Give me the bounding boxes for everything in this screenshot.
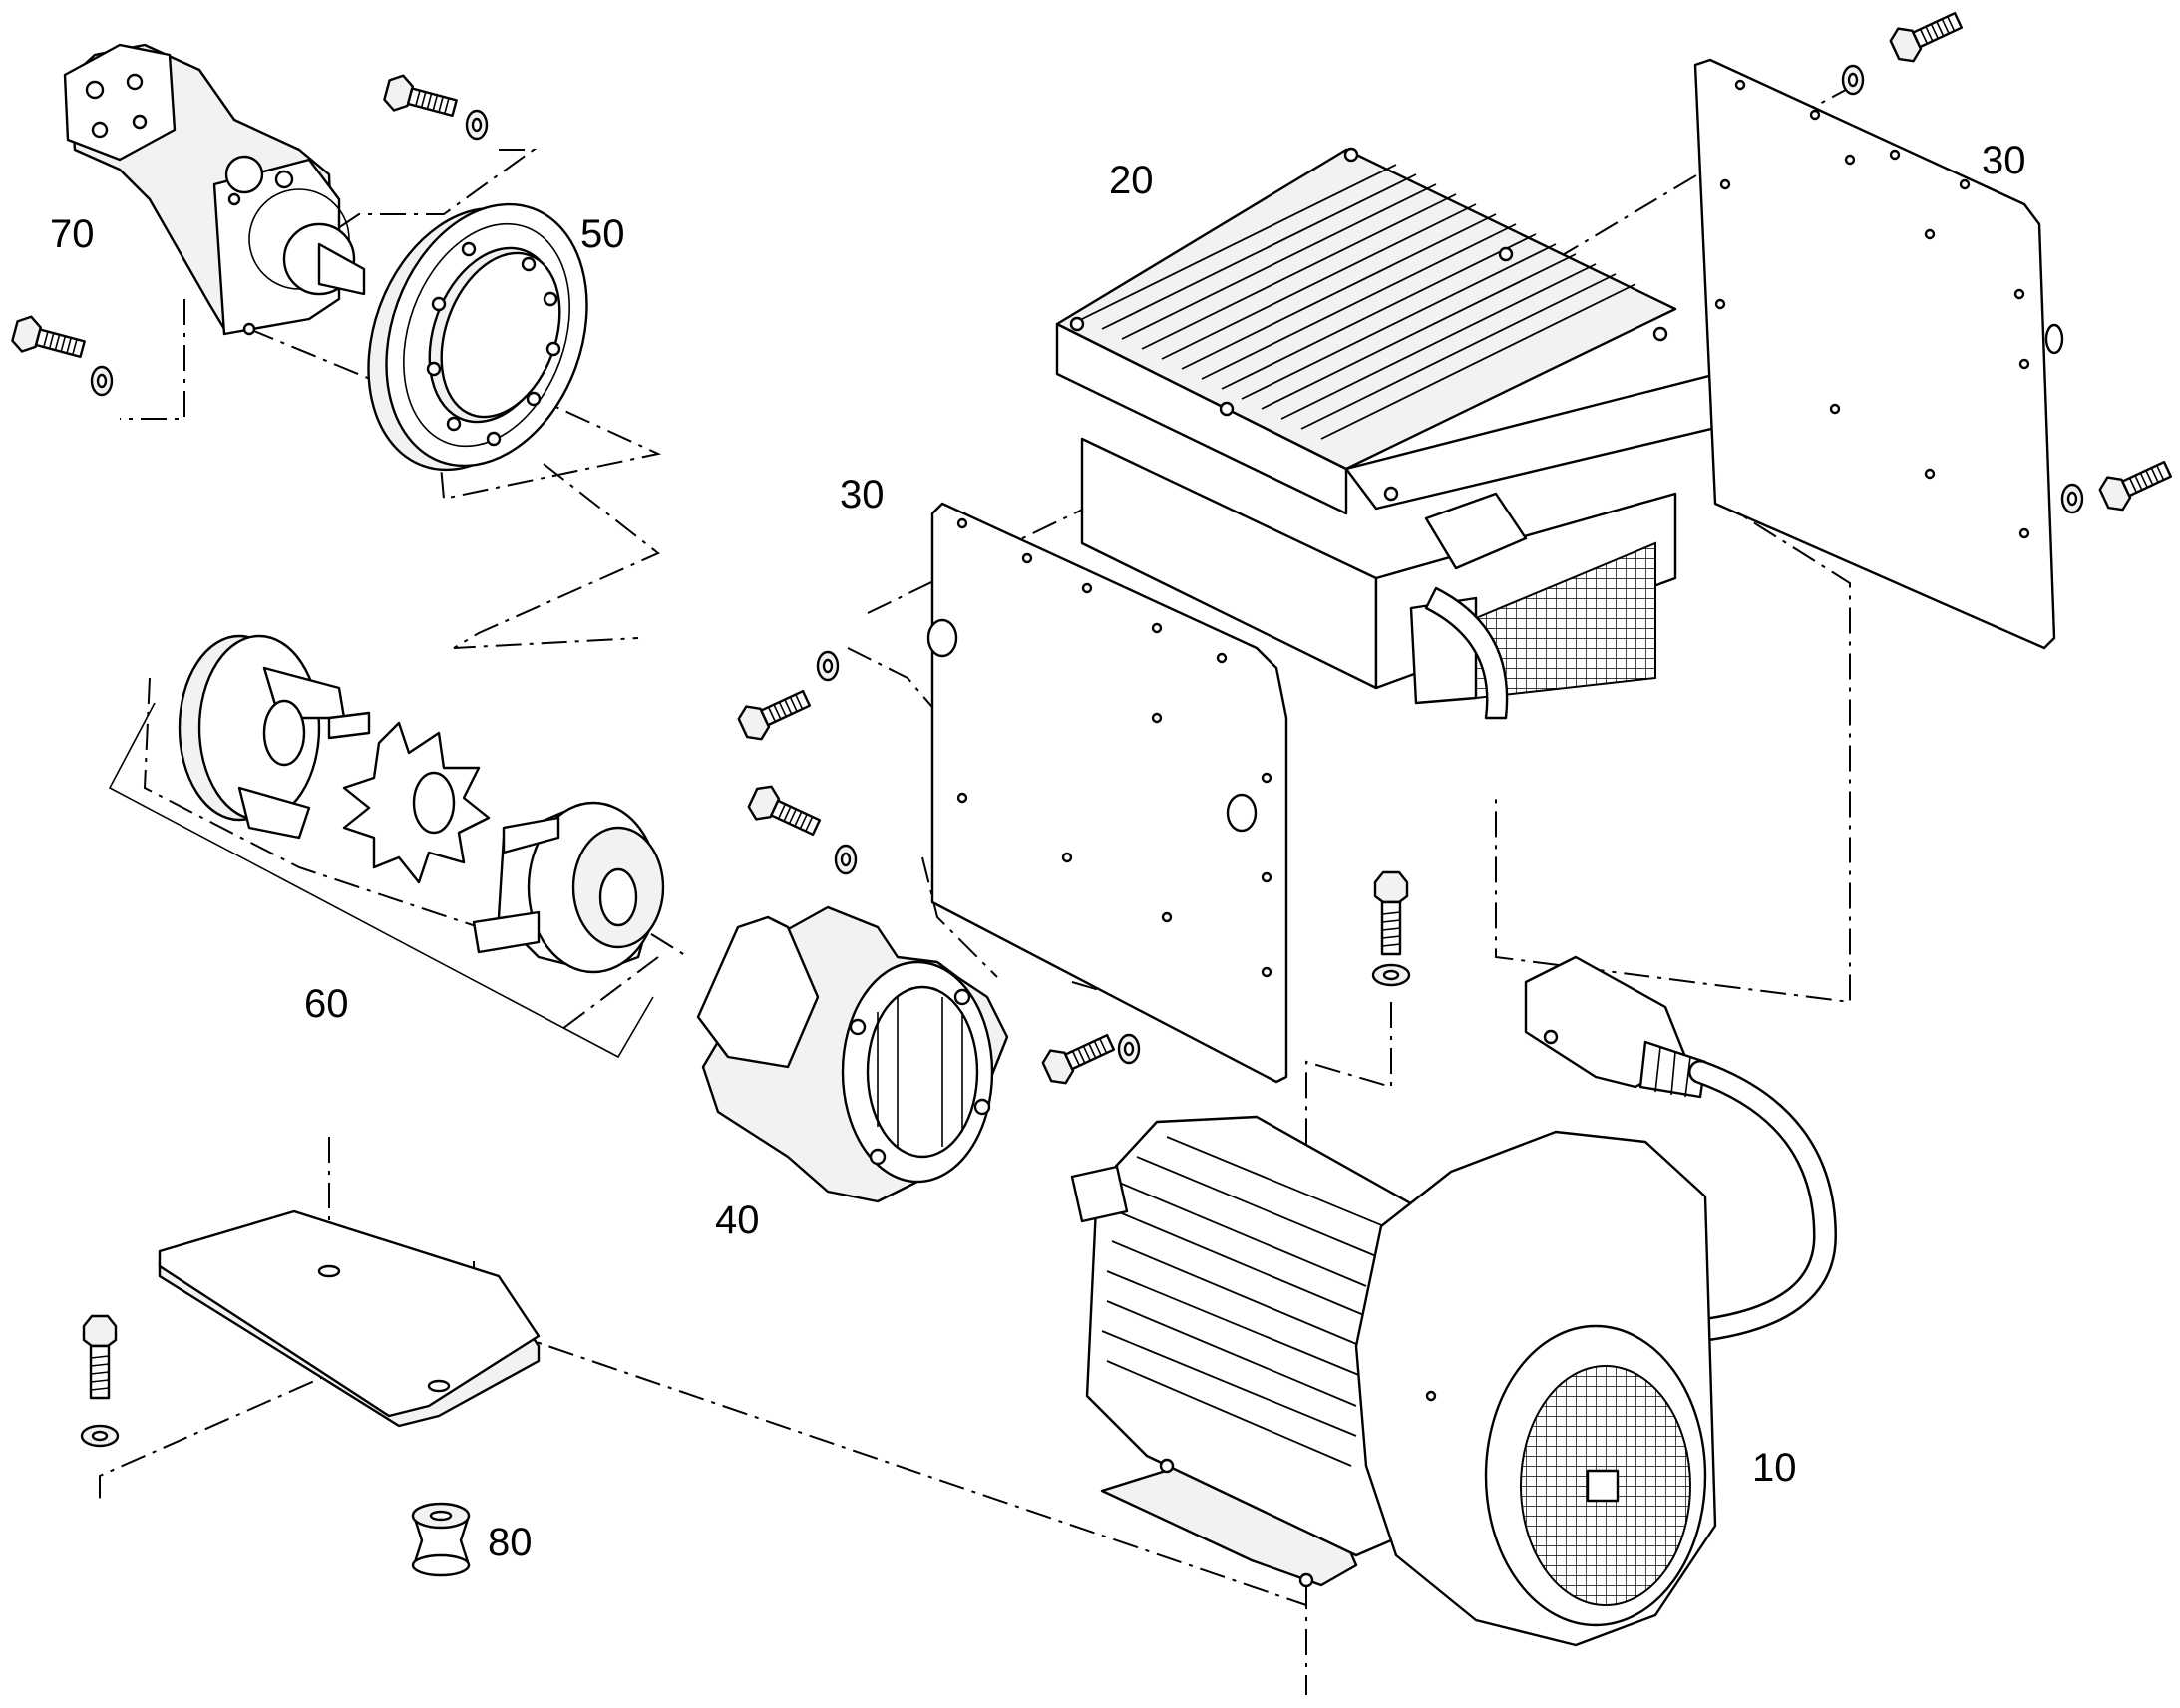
base-plate: [158, 1209, 541, 1428]
bolt-icon: [734, 680, 816, 746]
connector-plug: [1524, 955, 1837, 1343]
mounting-plate-left: [926, 502, 1288, 1084]
rubber-mount: [411, 1502, 471, 1577]
bell-housing: [696, 905, 1009, 1203]
label-part-20: 20: [1109, 159, 1154, 202]
bolt-icon: [1886, 2, 1968, 68]
bolt-icon: [381, 71, 461, 127]
bolt-icon: [1038, 1024, 1120, 1090]
adapter-flange: [367, 202, 588, 472]
washer-icon: [1371, 963, 1411, 987]
bolt-icon: [2095, 451, 2177, 516]
label-part-80: 80: [488, 1521, 533, 1564]
washer-icon: [465, 109, 489, 141]
washer-icon: [80, 1424, 120, 1448]
mounting-plate-right: [1693, 58, 2064, 650]
label-part-60: 60: [304, 982, 349, 1026]
cable-icon: [1424, 586, 1509, 720]
label-part-70: 70: [50, 212, 95, 256]
bolt-icon: [744, 780, 826, 846]
washer-icon: [834, 844, 858, 875]
jaw-coupling: [108, 634, 665, 1059]
bolt-icon: [82, 1314, 118, 1400]
label-part-30-left: 30: [840, 473, 885, 516]
washer-icon: [2060, 483, 2084, 514]
washer-icon: [90, 365, 114, 397]
label-part-30-right: 30: [1982, 139, 2026, 182]
washer-icon: [816, 650, 840, 682]
label-part-40: 40: [715, 1198, 760, 1242]
washer-icon: [1117, 1033, 1141, 1065]
control-box: [1055, 147, 1797, 705]
hydraulic-pump: [63, 43, 366, 336]
washer-icon: [1841, 64, 1865, 96]
bolt-icon: [9, 312, 89, 368]
label-part-50: 50: [580, 212, 625, 256]
label-part-10: 10: [1752, 1446, 1797, 1490]
electric-motor: [1070, 1115, 1717, 1647]
bolt-icon: [1373, 870, 1409, 956]
